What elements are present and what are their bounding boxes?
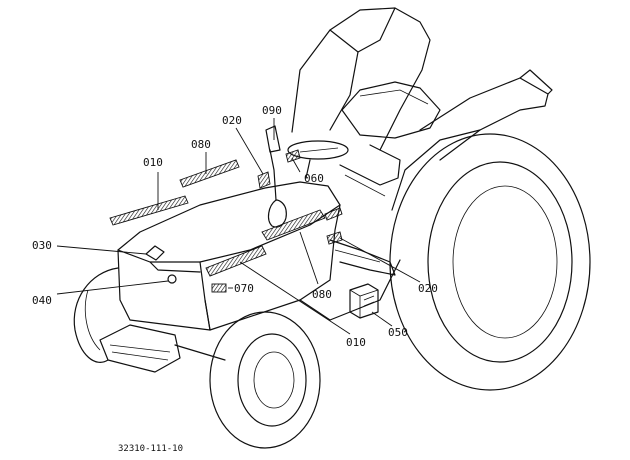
callout-090: 090 <box>262 104 282 117</box>
callout-060: 060 <box>304 172 324 185</box>
decal-080-strip-top <box>179 159 240 188</box>
callout-080-bottom: 080 <box>312 288 332 301</box>
callout-020-right: 020 <box>418 282 438 295</box>
callout-020-top: 020 <box>222 114 242 127</box>
callout-050: 050 <box>388 326 408 339</box>
callout-040: 040 <box>32 294 52 307</box>
callout-010-top: 010 <box>143 156 163 169</box>
callout-080-top: 080 <box>191 138 211 151</box>
callout-030: 030 <box>32 239 52 252</box>
decal-010-strip-top <box>109 195 189 226</box>
drawing-code: 32310-111-10 <box>118 444 183 454</box>
leader-lines <box>56 118 421 335</box>
tractor-illustration <box>73 7 591 449</box>
callout-010-bottom: 010 <box>346 336 366 349</box>
callout-070: 070 <box>234 282 254 295</box>
decal-010-strip-side <box>205 245 267 277</box>
